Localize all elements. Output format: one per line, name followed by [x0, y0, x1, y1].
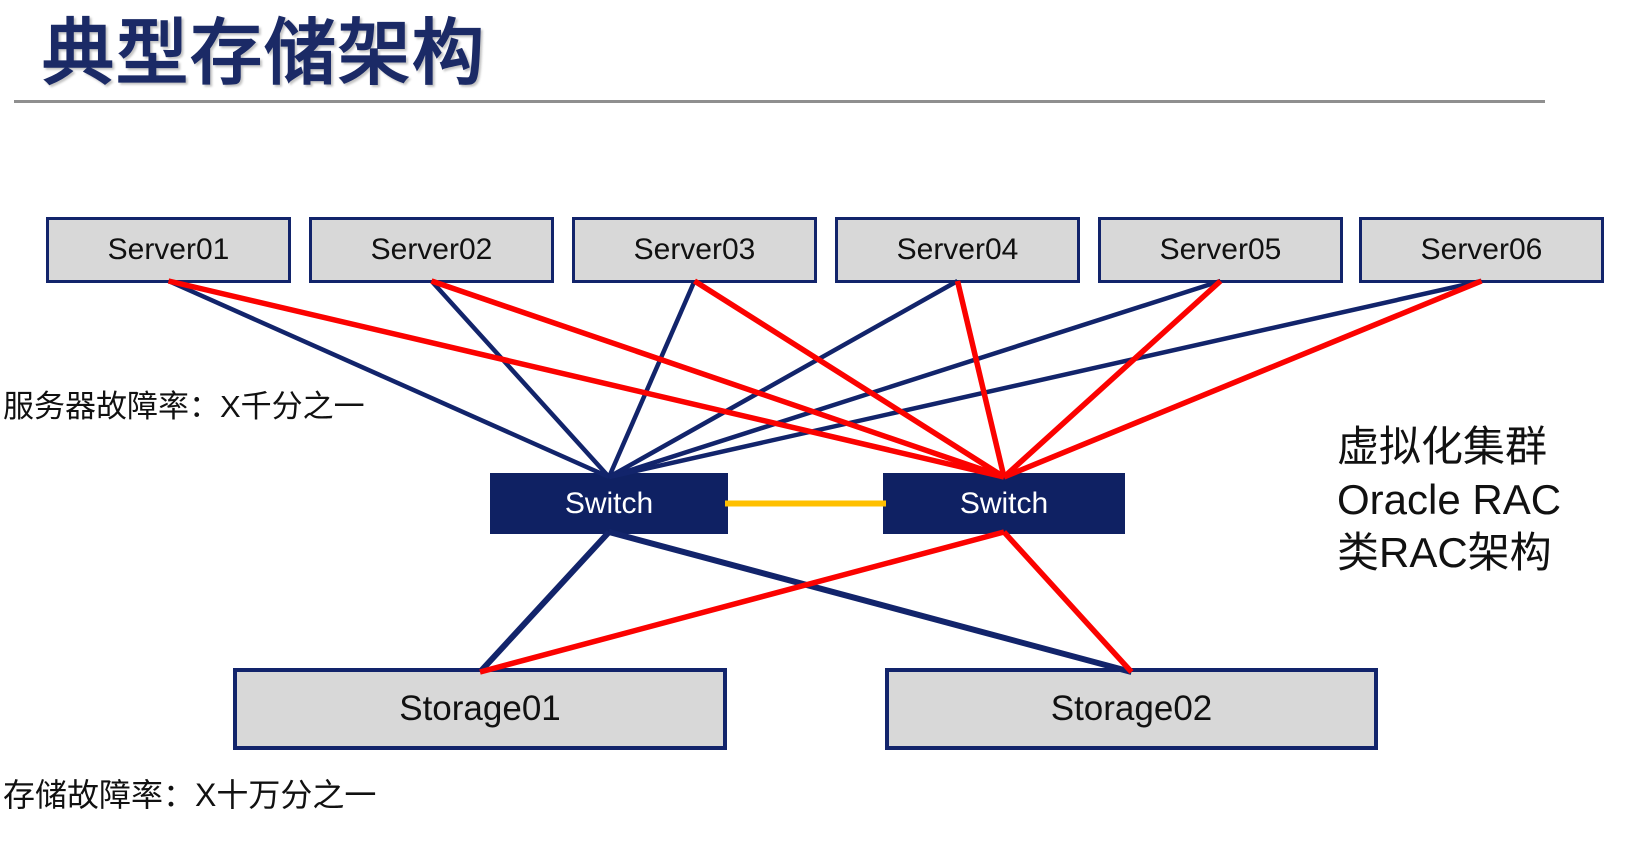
switch1-label: Switch: [564, 486, 654, 520]
server04-box: Server04: [835, 217, 1080, 283]
server01-box: Server01: [46, 217, 291, 283]
storage01-label: Storage01: [399, 689, 561, 728]
edge-switch1-storage01: [477, 529, 612, 675]
server05-box: Server05: [1098, 217, 1343, 283]
server05-label: Server05: [1159, 233, 1282, 266]
edge-server04-switch1: [607, 279, 959, 479]
server01-label: Server01: [107, 233, 230, 266]
server03-label: Server03: [633, 233, 756, 266]
edge-switch2-storage01: [479, 529, 1005, 675]
server06-box: Server06: [1359, 217, 1604, 283]
cluster-note: 虚拟化集群 Oracle RAC 类RAC架构: [1337, 420, 1561, 579]
page-title: 典型存储架构: [42, 14, 487, 94]
storage01-box: Storage01: [233, 668, 727, 750]
edge-server02-switch2: [430, 278, 1005, 480]
cluster-note-line1: 虚拟化集群: [1337, 423, 1548, 470]
edge-server04-switch2: [954, 280, 1007, 478]
switch1-box: Switch: [490, 473, 728, 534]
server03-box: Server03: [572, 217, 817, 283]
cluster-note-line2: Oracle RAC: [1337, 476, 1562, 523]
title-divider: [14, 100, 1545, 103]
edge-server05-switch2: [1002, 278, 1223, 480]
server02-box: Server02: [309, 217, 554, 283]
server02-label: Server02: [370, 233, 493, 266]
storage-failure-rate-label: 存储故障率：X十万分之一: [3, 777, 377, 813]
server04-label: Server04: [896, 233, 1019, 266]
edge-server03-switch1: [606, 280, 697, 478]
server-failure-rate-label: 服务器故障率：X千分之一: [3, 389, 365, 424]
server06-label: Server06: [1420, 233, 1543, 266]
edge-switch1-storage02: [608, 529, 1133, 675]
edge-server03-switch2: [693, 278, 1006, 480]
storage02-label: Storage02: [1050, 689, 1213, 728]
edge-server01-switch2: [167, 278, 1005, 480]
switch2-box: Switch: [883, 473, 1125, 534]
storage02-box: Storage02: [885, 668, 1378, 750]
edge-switch2-storage02: [1001, 530, 1134, 674]
cluster-note-line3: 类RAC架构: [1337, 529, 1552, 576]
edge-server01-switch1: [167, 278, 610, 480]
edge-server05-switch1: [608, 278, 1222, 480]
edge-server02-switch1: [429, 279, 611, 479]
switch2-label: Switch: [959, 486, 1049, 520]
